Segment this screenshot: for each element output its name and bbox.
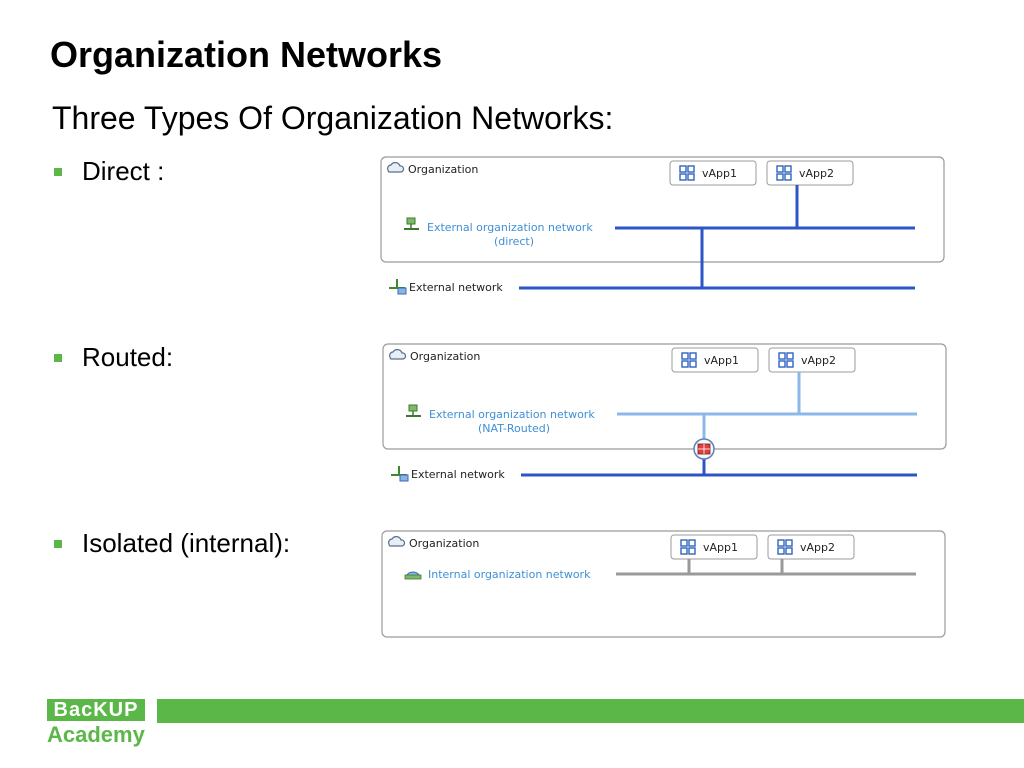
academy-logo: Academy (47, 722, 145, 747)
external-network-label: External network (409, 281, 503, 294)
bullet-routed: Routed: (54, 342, 173, 373)
slide-subtitle: Three Types Of Organization Networks: (52, 100, 614, 136)
routed-network-diagram: Organization vApp1 vApp2 External organi… (382, 343, 947, 482)
bullet-square-icon (54, 167, 62, 176)
internal-network-label: Internal organization network (428, 568, 591, 581)
org-network-label: External organization network (429, 408, 595, 421)
backup-logo: BacKUP (47, 699, 145, 721)
edge-gateway-icon[interactable] (693, 438, 715, 460)
organization-label: Organization (409, 537, 479, 550)
vapp1-label: vApp1 (703, 541, 738, 554)
vapp2-label: vApp2 (799, 167, 834, 180)
isolated-network-diagram: Organization vApp1 vApp2 Internal organi… (381, 530, 946, 638)
bullet-label: Direct : (82, 156, 165, 186)
bullet-isolated: Isolated (internal): (54, 528, 290, 559)
org-network-label: External organization network (427, 221, 593, 234)
external-network-icon (390, 465, 409, 482)
external-network-label: External network (411, 468, 505, 481)
slide-title: Organization Networks (50, 34, 443, 75)
bullet-square-icon (54, 539, 62, 548)
vapp2-label: vApp2 (800, 541, 835, 554)
vapp2-label: vApp2 (801, 354, 836, 367)
organization-label: Organization (408, 163, 478, 176)
vapp1-label: vApp1 (702, 167, 737, 180)
bullet-label: Isolated (internal): (82, 528, 291, 558)
organization-label: Organization (410, 350, 480, 363)
internal-network-icon (404, 571, 422, 580)
vapp1-label: vApp1 (704, 354, 739, 367)
footer-bar (157, 699, 1024, 723)
bullet-label: Routed: (82, 342, 174, 372)
direct-network-diagram: Organization vApp1 vApp2 External organi… (380, 156, 945, 295)
bullet-square-icon (54, 353, 62, 362)
org-network-type-label: (NAT-Routed) (478, 422, 550, 435)
org-network-type-label: (direct) (494, 235, 534, 248)
external-network-icon (388, 278, 407, 295)
bullet-direct: Direct : (54, 156, 164, 187)
